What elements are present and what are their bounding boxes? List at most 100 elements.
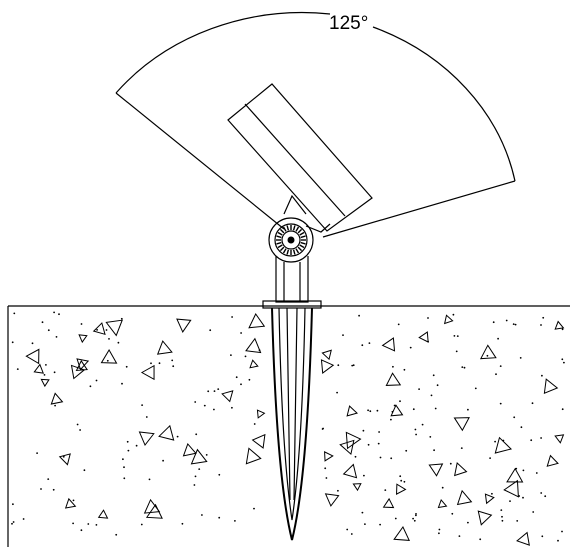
- soil-dot: [438, 528, 441, 531]
- knuckle-tooth: [295, 248, 300, 254]
- soil-dot: [80, 323, 83, 325]
- beam-angle-arc: [115, 11, 331, 94]
- soil-dot: [367, 409, 369, 412]
- soil-dot: [474, 387, 477, 390]
- soil-dot: [492, 321, 495, 324]
- soil-dot: [501, 519, 504, 522]
- soil-stone: [494, 436, 513, 454]
- soil-dot: [322, 427, 324, 430]
- soil-stone: [143, 498, 161, 514]
- soil-dot: [421, 423, 424, 426]
- soil-stone: [385, 372, 402, 386]
- soil-stone: [546, 454, 559, 467]
- soil-dot: [16, 368, 19, 370]
- soil-stone: [97, 509, 109, 519]
- floodlight-lens-line: [244, 103, 346, 217]
- soil-dot: [544, 495, 547, 498]
- soil-dot: [378, 431, 380, 433]
- soil-dot: [55, 336, 58, 338]
- soil-dot: [376, 409, 379, 412]
- knuckle-tooth: [286, 249, 290, 255]
- soil-dot: [413, 519, 416, 522]
- soil-dot: [351, 364, 354, 367]
- soil-dot: [158, 362, 161, 365]
- soil-stone: [324, 451, 334, 462]
- floodlight-head: [227, 83, 373, 233]
- soil-dot: [486, 354, 489, 357]
- soil-dot: [403, 480, 406, 483]
- soil-dot: [499, 402, 502, 405]
- soil-dot: [231, 406, 233, 409]
- soil-dot: [379, 523, 381, 526]
- soil-stone: [58, 453, 71, 466]
- knuckle-tooth: [279, 246, 285, 252]
- soil-stone: [418, 331, 429, 343]
- soil-dot: [461, 366, 464, 368]
- soil-stone: [190, 448, 208, 465]
- ground-spike: [271, 307, 313, 541]
- soil-dot: [399, 475, 402, 478]
- soil-dot: [12, 503, 14, 506]
- soil-dot: [83, 469, 86, 472]
- soil-dot: [369, 410, 372, 413]
- soil-dot: [397, 323, 400, 326]
- beam-angle-sector: 125°: [115, 11, 516, 238]
- soil-dot: [123, 477, 126, 480]
- ground-flange: [262, 300, 322, 309]
- soil-stone: [339, 439, 355, 456]
- soil-dot: [244, 355, 247, 358]
- soil-dot: [415, 433, 417, 436]
- soil-dot: [195, 433, 198, 436]
- soil-dot: [434, 407, 437, 410]
- soil-dot: [126, 440, 129, 443]
- soil-dot: [561, 328, 564, 331]
- soil-dot: [509, 500, 511, 502]
- soil-dot: [433, 449, 435, 452]
- soil-dot: [358, 314, 360, 317]
- soil-dot: [535, 472, 538, 474]
- soil-stone: [393, 526, 411, 541]
- soil-dot: [31, 342, 34, 345]
- soil-dot: [213, 408, 215, 411]
- soil-dot: [43, 374, 46, 376]
- head-mount-bracket: [283, 194, 331, 233]
- soil-stone: [245, 447, 262, 465]
- soil-stone: [50, 392, 64, 405]
- soil-dot: [438, 532, 440, 535]
- knuckle-tooth: [277, 231, 283, 236]
- soil-stone: [477, 510, 493, 526]
- soil-dot: [393, 404, 396, 407]
- soil-dot: [415, 514, 417, 517]
- beam-edge-left: [115, 92, 285, 230]
- soil-stone: [543, 378, 559, 394]
- soil-dot: [540, 492, 543, 494]
- soil-dot: [176, 435, 179, 438]
- spike-inner: [278, 307, 306, 521]
- soil-dot: [491, 492, 493, 495]
- soil-dot: [337, 489, 339, 492]
- soil-dot: [563, 361, 565, 364]
- soil-stone: [140, 364, 155, 381]
- soil-dot: [135, 444, 138, 447]
- swivel-knuckle: [268, 217, 314, 263]
- soil-dot: [193, 484, 196, 486]
- soil-dot: [253, 507, 255, 510]
- soil-dot: [141, 404, 144, 406]
- soil-dot: [514, 323, 517, 326]
- soil-dot: [342, 334, 344, 336]
- soil-stone: [158, 424, 175, 441]
- soil-dot: [561, 408, 564, 411]
- soil-dot: [455, 350, 458, 353]
- knuckle-tooth: [286, 225, 290, 231]
- soil-stone: [245, 337, 262, 354]
- soil-dot: [213, 390, 216, 392]
- knuckle-tooth: [299, 244, 305, 249]
- soil-stone: [75, 359, 89, 372]
- soil-dot: [561, 530, 563, 533]
- soil: [7, 305, 570, 547]
- soil-dot: [453, 335, 456, 337]
- soil-dot: [230, 354, 232, 356]
- soil-dot: [367, 443, 370, 446]
- soil-dot: [412, 517, 414, 520]
